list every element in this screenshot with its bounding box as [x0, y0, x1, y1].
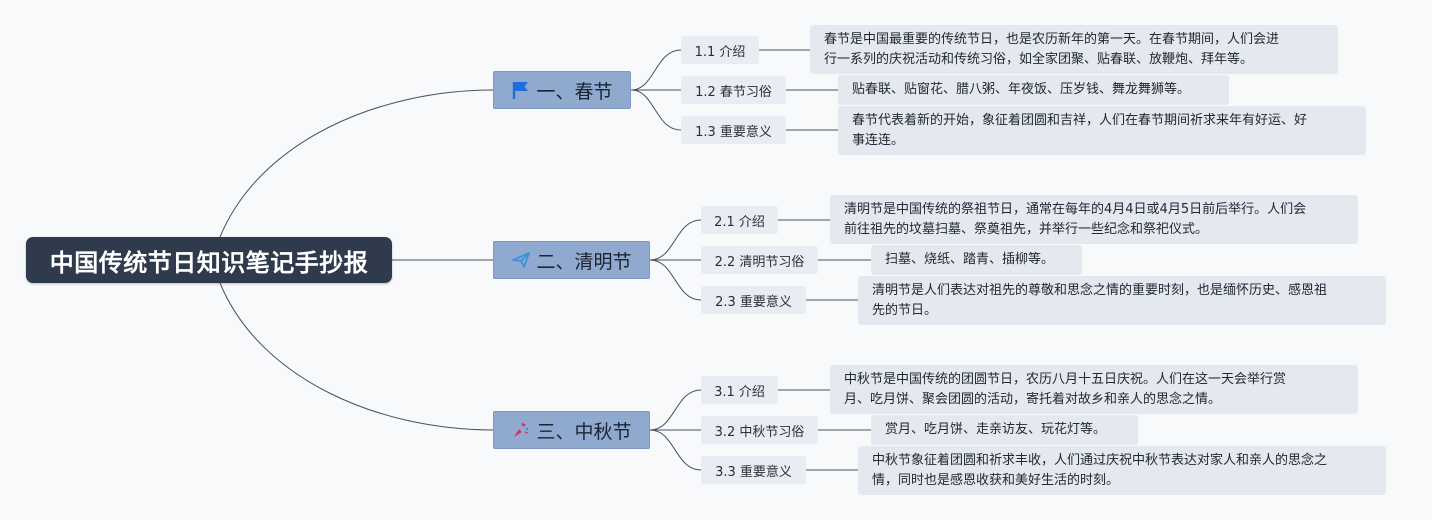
branch-label: 二、清明节: [536, 250, 632, 273]
subtopic-2-3[interactable]: 2.3 重要意义: [701, 286, 806, 314]
leaf-note-3-2[interactable]: 赏月、吃月饼、走亲访友、玩花灯等。: [871, 415, 1138, 445]
subtopic-2-1[interactable]: 2.1 介绍: [701, 206, 778, 234]
leaf-note-1-3[interactable]: 春节代表着新的开始，象征着团圆和吉祥，人们在春节期间祈求来年有好运、好 事连连。: [838, 106, 1366, 155]
subtopic-1-3[interactable]: 1.3 重要意义: [681, 116, 786, 144]
branch-mid-autumn-festival[interactable]: 三、中秋节: [493, 411, 650, 449]
party-popper-icon: [511, 420, 531, 440]
paper-plane-icon: [511, 250, 531, 270]
leaf-note-2-3[interactable]: 清明节是人们表达对祖先的尊敬和思念之情的重要时刻，也是缅怀历史、感恩祖 先的节日…: [858, 276, 1386, 325]
leaf-note-2-1[interactable]: 清明节是中国传统的祭祖节日，通常在每年的4月4日或4月5日前后举行。人们会 前往…: [830, 195, 1358, 244]
branch-label: 一、春节: [536, 80, 613, 103]
leaf-note-3-3[interactable]: 中秋节象征着团圆和祈求丰收，人们通过庆祝中秋节表达对家人和亲人的思念之 情，同时…: [858, 446, 1386, 495]
root-topic[interactable]: 中国传统节日知识笔记手抄报: [26, 237, 392, 283]
subtopic-2-2[interactable]: 2.2 清明节习俗: [701, 246, 818, 274]
branch-label: 三、中秋节: [536, 420, 632, 443]
branch-qingming-festival[interactable]: 二、清明节: [493, 241, 650, 279]
subtopic-3-2[interactable]: 3.2 中秋节习俗: [701, 416, 818, 444]
subtopic-1-1[interactable]: 1.1 介绍: [681, 36, 759, 64]
leaf-note-1-2[interactable]: 贴春联、贴窗花、腊八粥、年夜饭、压岁钱、舞龙舞狮等。: [838, 75, 1229, 105]
leaf-note-2-2[interactable]: 扫墓、烧纸、踏青、插柳等。: [871, 245, 1082, 275]
leaf-note-3-1[interactable]: 中秋节是中国传统的团圆节日，农历八月十五日庆祝。人们在这一天会举行赏 月、吃月饼…: [830, 365, 1358, 414]
flag-icon: [511, 80, 531, 100]
subtopic-3-1[interactable]: 3.1 介绍: [701, 376, 778, 404]
leaf-note-1-1[interactable]: 春节是中国最重要的传统节日，也是农历新年的第一天。在春节期间，人们会进 行一系列…: [810, 25, 1338, 74]
branch-spring-festival[interactable]: 一、春节: [493, 71, 631, 109]
subtopic-3-3[interactable]: 3.3 重要意义: [701, 456, 806, 484]
subtopic-1-2[interactable]: 1.2 春节习俗: [681, 76, 786, 104]
